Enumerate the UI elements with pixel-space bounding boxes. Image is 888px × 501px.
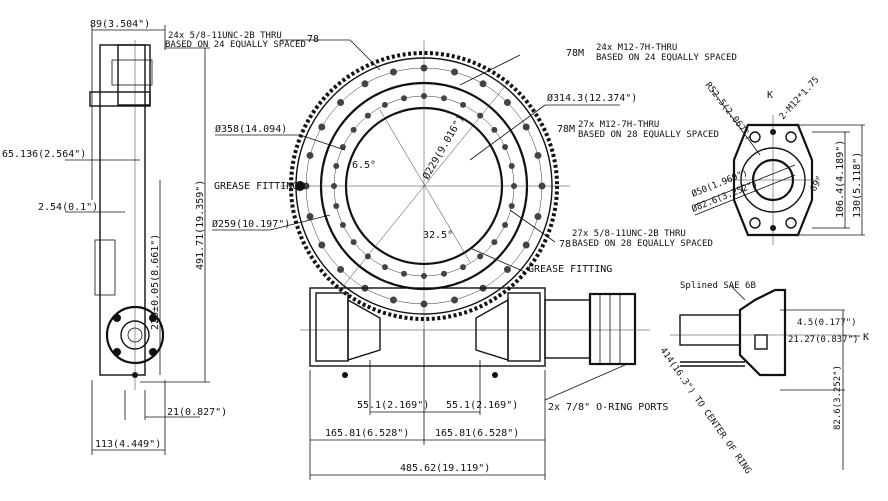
dim-2127: 21.27(0.837") [788,335,858,345]
bolt-hole [534,151,542,159]
bolt-hole [491,239,498,246]
note-78-bot-line1: 27x 5/8-11UNC-2B THRU [572,229,686,239]
left-side-view [65,25,210,455]
bolt-hole [460,264,467,271]
bolt-hole [441,270,448,277]
dia-358: Ø358(14.094) [215,123,287,135]
worm-housing-view [300,287,650,480]
bolt-hole [460,101,467,108]
note-78m-top-line1: 24x M12-7H-THRU [596,43,677,53]
bolt-hole [381,101,388,108]
bolt-hole [339,222,346,229]
dim-130: 130(5.118") [852,152,863,218]
bolt-hole [333,162,340,169]
angle-65: 6.5° [352,160,376,171]
bolt-hole [389,296,397,304]
bolt-hole [306,213,314,221]
bolt-hole [522,123,530,131]
note-78m-mid-line1: 27x M12-7H-THRU [578,120,659,130]
label-78-bot: 78 [559,239,571,250]
bolt-hole [337,265,345,273]
bolt-hole [503,99,511,107]
bolt-hole [306,151,314,159]
shaft-section-view [670,284,860,470]
bolt-hole [441,95,448,102]
dim-21: 21(0.827") [167,407,227,418]
bolt-hole [451,68,459,76]
bolt-hole [337,99,345,107]
bolt-hole [451,296,459,304]
bolt-hole [522,241,530,249]
dim-65136: 65.136(2.564") [2,149,86,160]
note-78m-mid-line2: BASED ON 28 EQUALLY SPACED [578,130,719,140]
note-78-bot-line2: BASED ON 28 EQUALLY SPACED [572,239,713,249]
oring-ports-note: 2x 7/8" O-RING PORTS [548,402,668,413]
bolt-hole [381,264,388,271]
bolt-hole [318,241,326,249]
bolt-hole [508,203,515,210]
dim-113: 113(4.449") [95,439,161,450]
grease-fitting-right: GREASE FITTING [528,264,612,275]
dim-total: 485.62(19.119") [400,463,490,474]
dia-259: Ø259(10.197") [212,218,290,230]
bolt-hole [534,213,542,221]
bolt-hole [477,253,484,260]
bolt-hole [350,126,357,133]
bolt-hole [477,112,484,119]
bolt-hole [364,253,371,260]
dim-491: 491.71(19.359") [195,180,206,270]
section-k-label: K [863,332,869,343]
thread-label: 2-M12*1.75 [778,75,822,122]
angle-325: 32.5° [423,230,453,241]
splined-label: Splined SAE 6B [680,281,756,291]
dim-16581-left: 165.81(6.528") [325,428,409,439]
bolt-hole [400,270,407,277]
bolt-hole [400,95,407,102]
label-78m-top: 78M [566,48,584,59]
bolt-hole [508,162,515,169]
dim-1064: 106.4(4.189") [835,140,846,218]
bolt-hole [350,239,357,246]
label-78m-mid: 78M [557,124,575,135]
note-78-line1: 24x 5/8-11UNC-2B THRU [168,31,282,41]
label-78: 78 [307,34,319,45]
bolt-hole [333,203,340,210]
bolt-hole [502,143,509,150]
motor-flange-view [694,89,865,245]
view-k-label: K [767,90,773,101]
dim-551-right: 55.1(2.169") [446,400,518,411]
bolt-hole [491,126,498,133]
bolt-hole [318,123,326,131]
dim-220: 220±0.05(8.661") [150,234,161,330]
dia-229: Ø229(9.016") [420,113,467,182]
bolt-hole [503,265,511,273]
grease-fitting-left: GREASE FITTING [214,181,298,192]
dim-45: 4.5(0.177") [797,318,857,328]
dim-16581-right: 165.81(6.528") [435,428,519,439]
dia-314: Ø314.3(12.374") [547,92,637,104]
note-78-line2: BASED ON 24 EQUALLY SPACED [165,40,306,50]
dim-826-section: 82.6(3.252") [833,365,843,430]
dim-551-left: 55.1(2.169") [357,400,429,411]
bolt-hole [389,68,397,76]
dim-width-top: 89(3.504") [90,19,150,30]
bolt-hole [479,80,487,88]
dim-254: 2.54(0.1") [38,202,98,213]
bolt-hole [361,80,369,88]
bolt-hole [364,112,371,119]
gear-front-view [280,40,570,330]
bolt-hole [502,222,509,229]
note-78m-top-line2: BASED ON 24 EQUALLY SPACED [596,53,737,63]
